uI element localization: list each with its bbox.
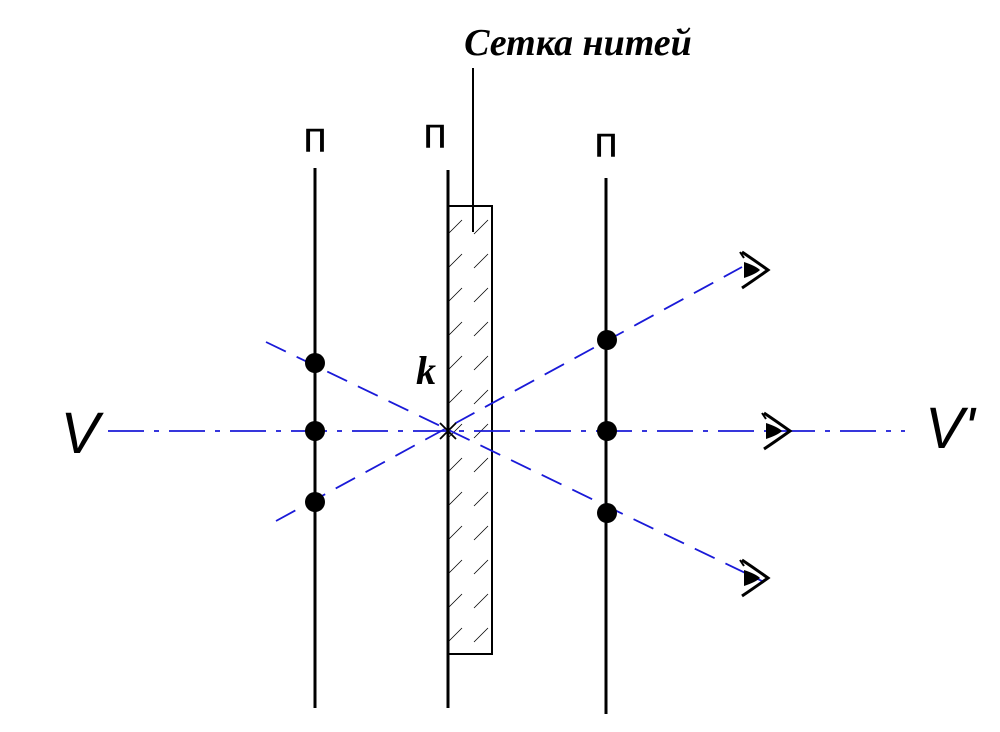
ray-lower-to-upper <box>275 266 743 522</box>
eye-icon <box>739 558 771 598</box>
thread-right-label: п <box>594 118 618 167</box>
dot-left-lower <box>305 492 325 512</box>
thread-left-label: п <box>303 113 327 162</box>
reticle-plate <box>447 205 493 655</box>
eye-icon <box>739 250 771 290</box>
dot-right-lower <box>597 503 617 523</box>
dot-right-middle <box>597 421 617 441</box>
dot-left-upper <box>305 353 325 373</box>
eye-icon <box>761 411 793 451</box>
point-k-label: k <box>416 348 436 393</box>
axis-start-label: V <box>61 401 105 466</box>
reticle-label: Сетка нитей <box>464 22 692 64</box>
thread-middle-label: п <box>423 109 447 158</box>
dot-right-upper <box>597 330 617 350</box>
point-k-cross <box>439 422 457 440</box>
dot-left-middle <box>305 421 325 441</box>
ray-upper-to-lower <box>265 341 765 583</box>
axis-end-label: V' <box>925 396 977 461</box>
